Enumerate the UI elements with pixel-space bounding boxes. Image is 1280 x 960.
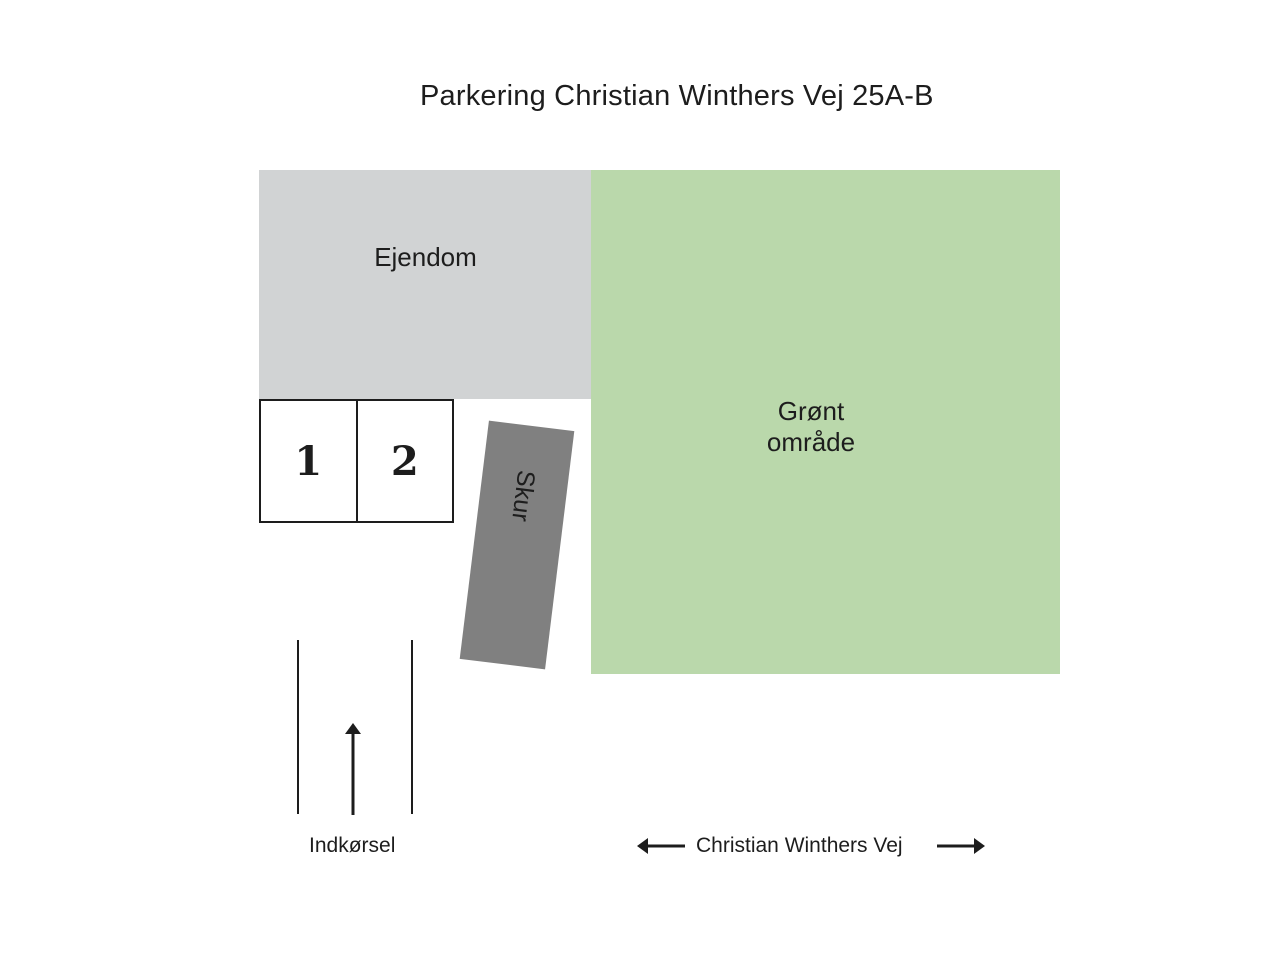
- green-area-label: Grønt område: [591, 396, 1031, 458]
- green-area: [591, 170, 1060, 674]
- green-area-label-line2: område: [766, 427, 856, 457]
- entrance-lane-left-line: [297, 640, 299, 814]
- arrow-up-icon: [345, 723, 361, 815]
- parking-spot-2: 2: [355, 401, 453, 521]
- entrance-label: Indkørsel: [309, 834, 396, 857]
- street-label: Christian Winthers Vej: [696, 834, 903, 857]
- property-label: Ejendom: [374, 241, 477, 272]
- shed: Skur: [459, 420, 575, 670]
- green-area-label-line1: Grønt: [777, 396, 845, 426]
- arrow-left-icon: [637, 838, 685, 854]
- parking-spot-1: 1: [294, 437, 323, 485]
- entrance-lane-right-line: [411, 640, 413, 814]
- shed-label: Skur: [506, 468, 541, 523]
- property-area: Ejendom: [259, 170, 592, 399]
- diagram-title: Parkering Christian Winthers Vej 25A-B: [420, 80, 934, 112]
- parking-spots: 1 2: [259, 399, 454, 523]
- arrow-right-icon: [937, 838, 985, 854]
